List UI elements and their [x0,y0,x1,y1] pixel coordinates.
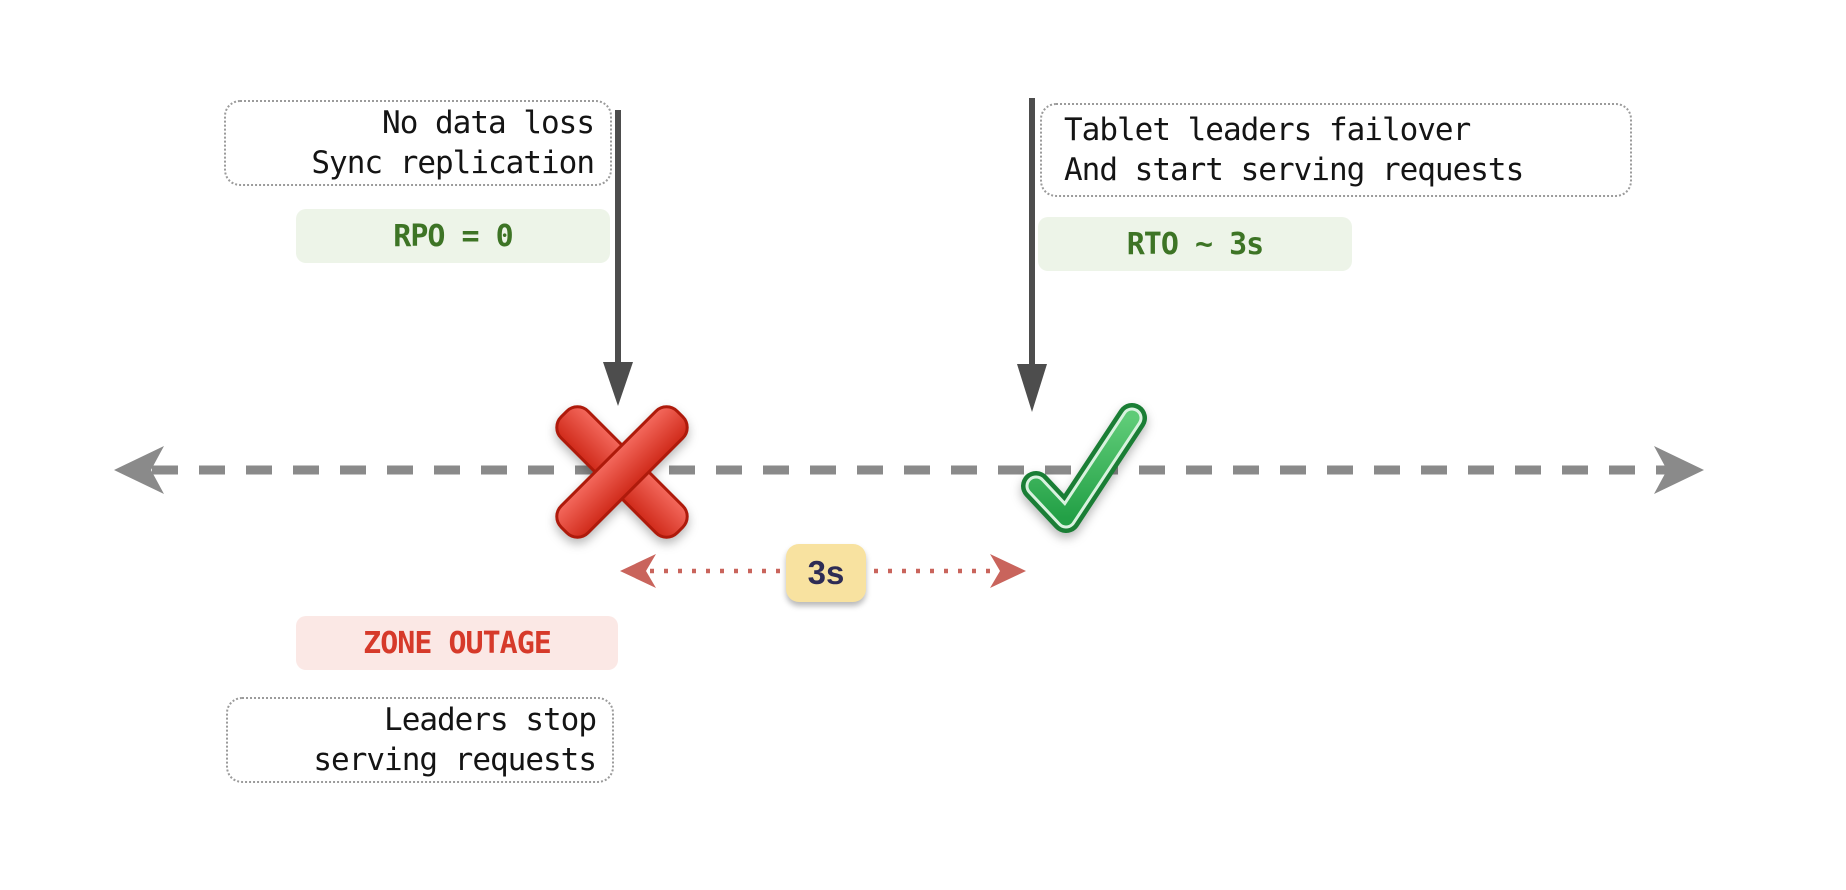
failover-note: Tablet leaders failover And start servin… [1040,103,1632,197]
rto-badge: RTO ~ 3s [1038,217,1352,271]
timeline-left-arrowhead [114,446,164,494]
span-left-arrowhead [620,554,656,588]
note-line: serving requests [313,742,597,778]
timeline-axis [114,446,1704,494]
red-cross-icon [555,405,689,539]
green-check-icon [1021,403,1147,533]
note-line: No data loss [382,105,595,141]
note-line: Sync replication [311,145,595,181]
leaders-stop-note: Leaders stop serving requests [226,697,614,783]
timeline-right-arrowhead [1654,446,1704,494]
down-arrow-icon [1017,98,1047,412]
duration-badge: 3s [786,544,866,602]
note-line: Tablet leaders failover [1064,112,1471,148]
sync-replication-note: No data loss Sync replication [224,100,612,186]
span-right-arrowhead [990,554,1026,588]
note-line: Leaders stop [384,702,597,738]
zone-outage-badge: ZONE OUTAGE [296,616,618,670]
rpo-badge: RPO = 0 [296,209,610,263]
note-line: And start serving requests [1064,152,1524,188]
down-arrow-icon [603,110,633,406]
